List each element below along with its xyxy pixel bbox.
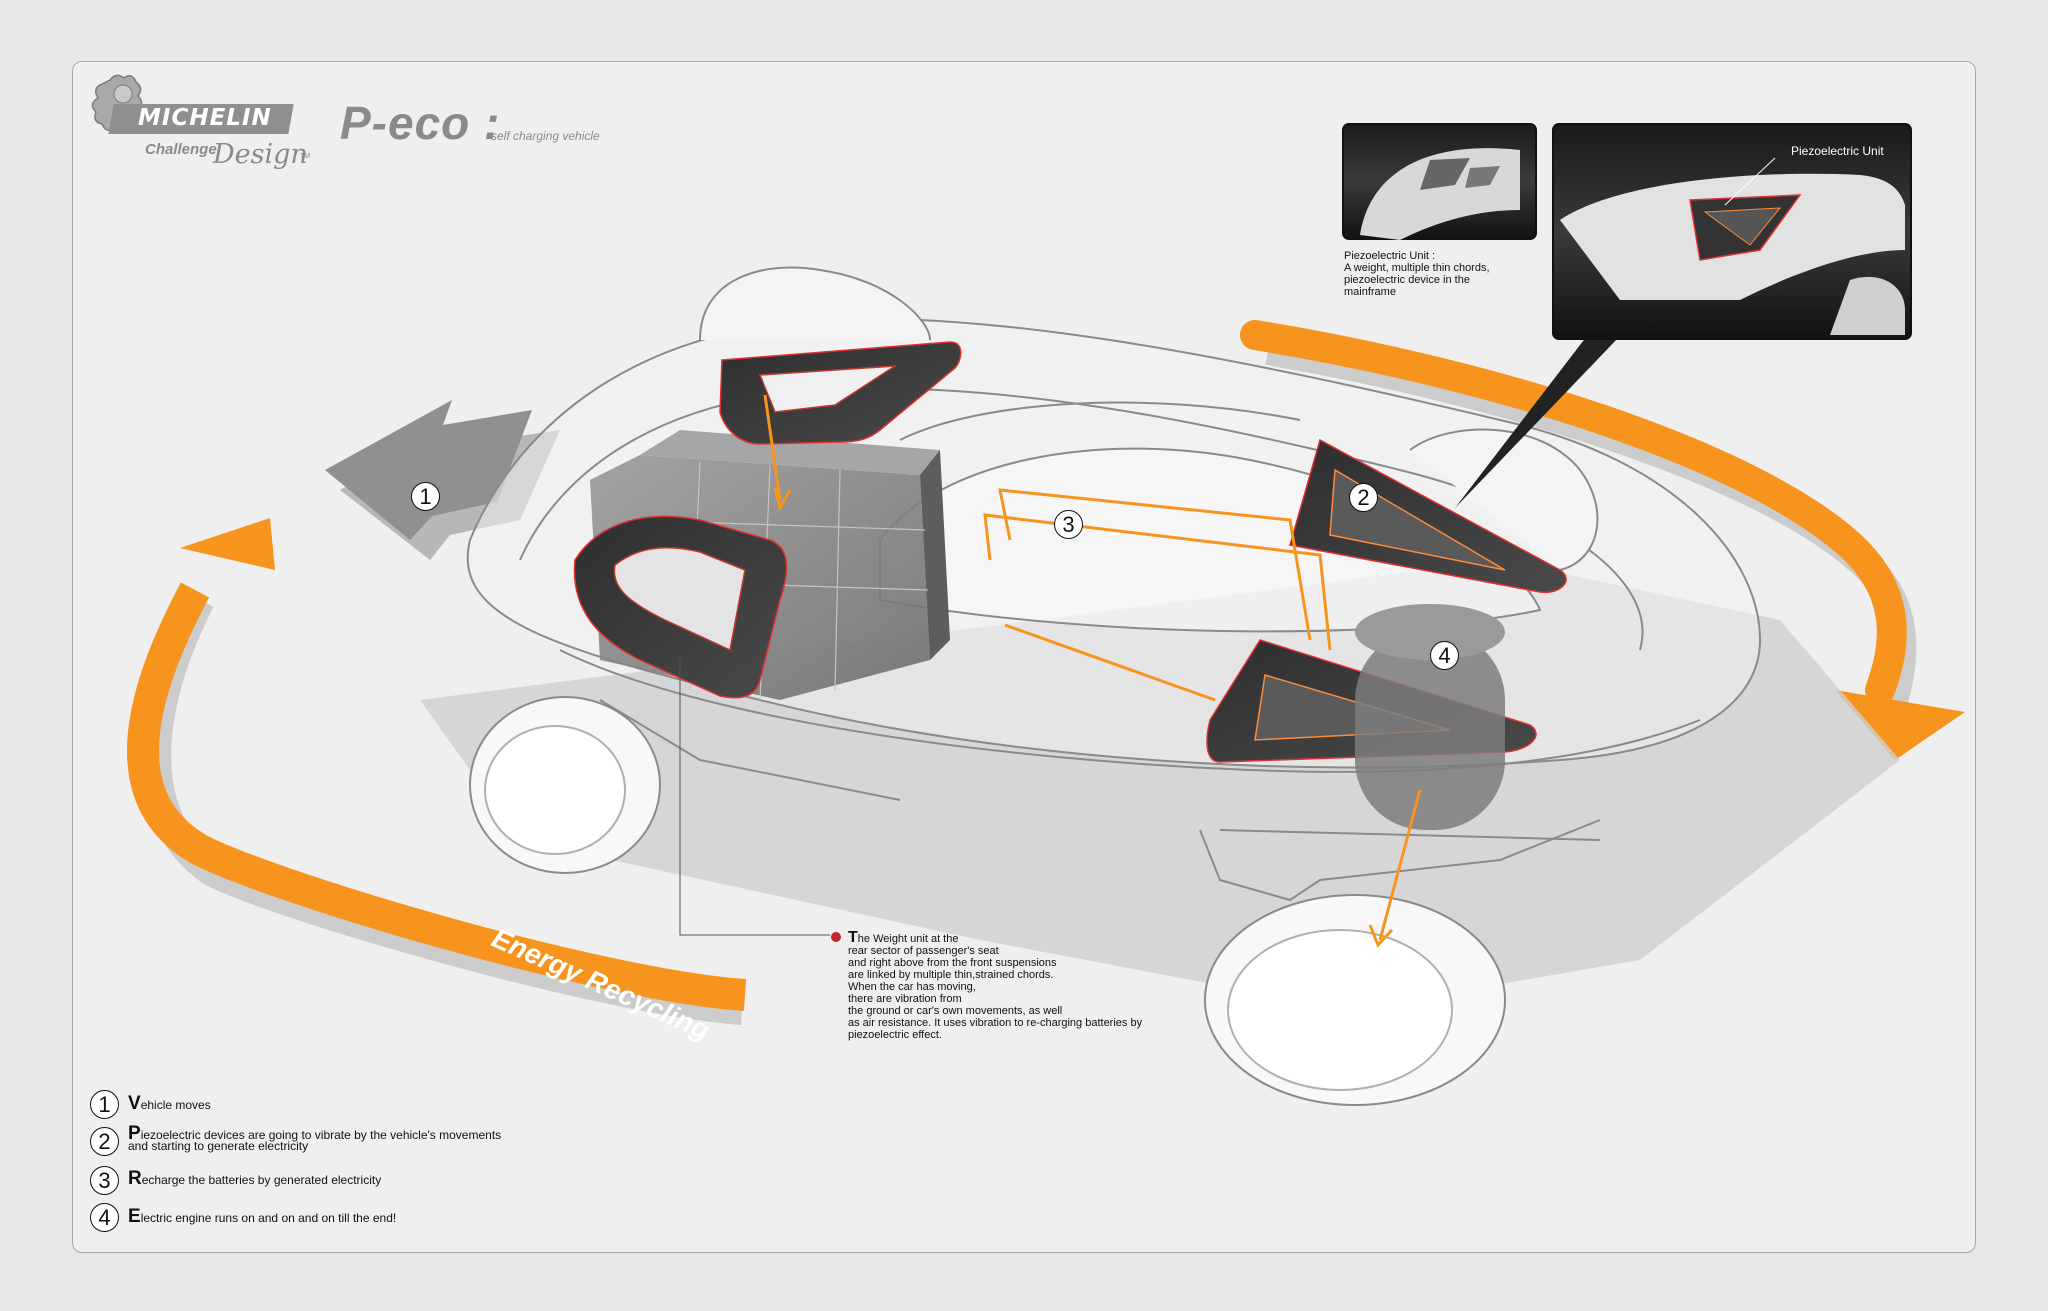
inset-image-large: [1552, 123, 1912, 340]
legend-number: 4: [90, 1203, 119, 1232]
michelin-logo: [91, 74, 294, 134]
brand-name: MICHELIN: [138, 105, 272, 131]
inset-caption-line: Piezoelectric Unit :: [1344, 250, 1436, 262]
legend-initial: V: [128, 1093, 141, 1114]
inset-label: Piezoelectric Unit: [1791, 144, 1884, 158]
legend-text-2: and starting to generate electricity: [128, 1139, 309, 1153]
electric-engine: [1355, 604, 1505, 830]
direction-arrow: [325, 400, 560, 560]
inset-caption: Piezoelectric Unit : A weight, multiple …: [1344, 250, 1544, 298]
brand-challenge: Challenge: [145, 141, 217, 158]
legend-number: 3: [90, 1166, 119, 1195]
note-line: rear sector of passenger's seat: [848, 945, 999, 957]
piezo-unit-top: [719, 341, 962, 445]
legend-initial: E: [128, 1206, 141, 1227]
note-line: there are vibration from: [848, 993, 962, 1005]
inset-caption-line: piezoelectric device in the: [1344, 274, 1470, 286]
wiring: [763, 394, 1422, 948]
marker-2: 2: [1349, 483, 1378, 512]
note-line: and right above from the front suspensio…: [848, 957, 1057, 969]
inset-pointer: [1455, 332, 1620, 508]
inset-caption-line: mainframe: [1344, 286, 1396, 298]
note-line: the ground or car's own movements, as we…: [848, 1005, 1063, 1017]
brand-design: Design: [213, 139, 308, 170]
legend-number: 2: [90, 1127, 119, 1156]
page-subtitle: self charging vehicle: [491, 129, 600, 143]
legend-number: 1: [90, 1090, 119, 1119]
note-line: as air resistance. It uses vibration to …: [848, 1017, 1143, 1029]
inset-caption-line: A weight, multiple thin chords,: [1344, 262, 1490, 274]
page-title: P-eco :: [340, 97, 501, 149]
legend-text: echarge the batteries by generated elect…: [141, 1173, 382, 1187]
note-line: When the car has moving,: [848, 981, 976, 993]
legend-text: ehicle moves: [140, 1098, 211, 1112]
marker-4: 4: [1430, 641, 1459, 670]
red-dot-bullet: [831, 932, 841, 942]
legend-text: iezoelectric devices are going to vibrat…: [140, 1128, 502, 1142]
energy-recycling-arrows: [127, 320, 1965, 1025]
marker-3: 3: [1054, 510, 1083, 539]
note-first-line: he Weight unit at the: [857, 933, 959, 945]
inset-image-small: [1342, 123, 1537, 240]
weight-unit-note: The Weight unit at the rear sector of pa…: [848, 929, 1228, 1042]
piezo-unit-weight: [573, 515, 788, 699]
brand-trademark: TM: [300, 153, 311, 160]
note-initial: T: [848, 929, 858, 946]
note-line: piezoelectric effect.: [848, 1029, 942, 1041]
marker-1: 1: [411, 482, 440, 511]
callout-line: [679, 660, 830, 936]
legend-initial: R: [128, 1168, 142, 1189]
legend-initial: P: [128, 1123, 141, 1144]
legend-text: lectric engine runs on and on and on til…: [140, 1211, 397, 1225]
note-line: are linked by multiple thin,strained cho…: [848, 969, 1054, 981]
